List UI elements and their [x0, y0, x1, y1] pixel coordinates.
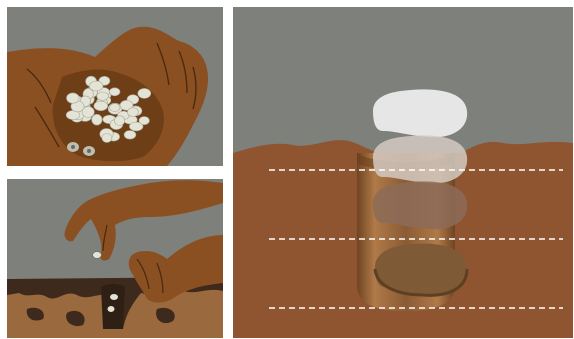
seed — [115, 116, 125, 126]
seeds-in-hand-illustration — [7, 7, 223, 166]
planting-illustration — [7, 179, 223, 338]
seed — [89, 81, 103, 91]
panel-planting-seed — [7, 179, 223, 338]
seed-above-ground — [373, 89, 467, 137]
seed — [109, 88, 120, 96]
planting-hole — [101, 284, 125, 329]
seed-in-fingers — [93, 252, 102, 259]
panel-depth-cross-section — [233, 7, 573, 338]
seed — [110, 104, 120, 112]
seed — [138, 88, 151, 98]
depth-diagram — [233, 7, 573, 338]
seed — [94, 101, 108, 111]
seed-in-soil — [110, 294, 118, 300]
seed — [92, 114, 102, 125]
seed-in-soil — [108, 306, 115, 312]
seed-positions — [373, 89, 467, 295]
seed — [102, 134, 112, 143]
seed-eye — [71, 145, 75, 149]
seed — [67, 93, 80, 103]
seed — [139, 117, 149, 125]
seed — [127, 108, 138, 117]
seed-at-surface — [373, 135, 467, 183]
seed — [97, 92, 109, 100]
seed — [124, 131, 136, 140]
seed-shallow-depth — [373, 181, 467, 229]
panel-seeds-in-hand — [7, 7, 223, 166]
seed-eye — [87, 149, 91, 153]
